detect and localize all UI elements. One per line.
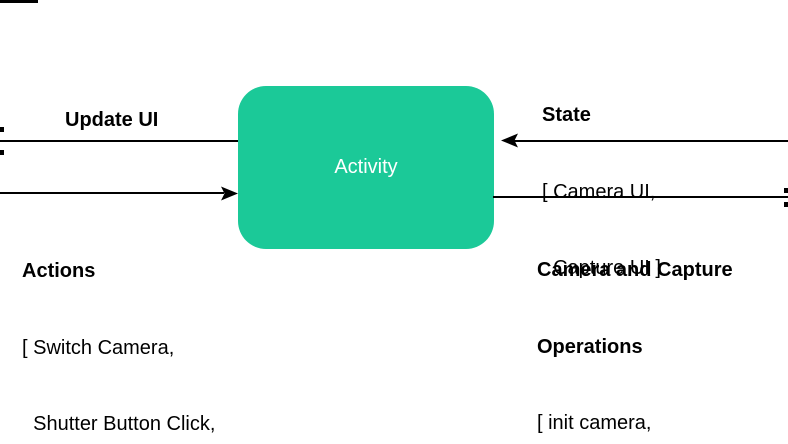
state-line: Capture UI ]: [542, 257, 661, 279]
state-arrowhead-left-icon: [501, 133, 518, 148]
update-ui-arrowhead-fragment2-icon: [0, 150, 4, 155]
operations-arrowhead-fragment-icon: [784, 188, 788, 193]
actions-line: Shutter Button Click,: [22, 413, 216, 435]
update-ui-label: Update UI: [65, 109, 159, 131]
state-title: State: [542, 104, 591, 126]
operations-text-block: Camera and Capture Operations [ init cam…: [537, 207, 733, 444]
activity-box: Activity: [238, 86, 494, 249]
top-left-crop-mark: [0, 0, 38, 3]
update-ui-arrow-line: [0, 140, 240, 142]
operations-title-line: Operations: [537, 335, 643, 358]
actions-text-block: Actions [ Switch Camera, Shutter Button …: [22, 208, 264, 444]
state-line: [ Camera UI,: [542, 180, 656, 203]
operations-line: [ init camera,: [537, 412, 652, 434]
actions-arrow-line: [0, 192, 224, 194]
update-ui-arrowhead-fragment-icon: [0, 127, 4, 132]
activity-label: Activity: [334, 156, 398, 178]
actions-title: Actions: [22, 260, 96, 282]
actions-arrowhead-right-icon: [221, 186, 238, 201]
operations-arrowhead-fragment2-icon: [784, 202, 788, 207]
state-arrow-line: [513, 140, 788, 142]
operations-arrow-line: [493, 196, 788, 198]
actions-line: [ Switch Camera,: [22, 336, 175, 359]
operations-title-line: Camera and Capture: [537, 259, 733, 281]
